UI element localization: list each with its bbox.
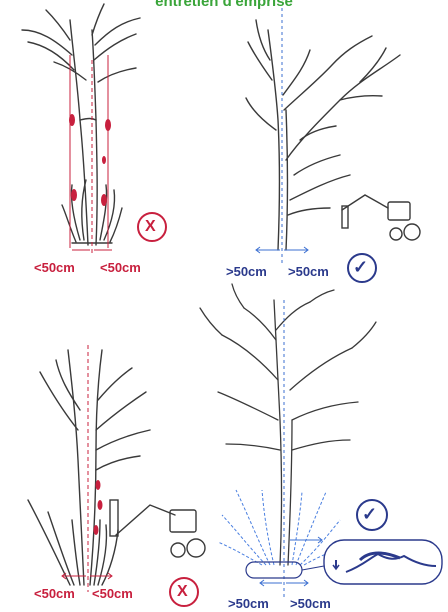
soil-section-bottom-right	[246, 540, 442, 584]
clearance-lines-bottom-right	[260, 300, 322, 600]
label-bottom-right-left: >50cm	[228, 596, 269, 611]
label-top-right-left: >50cm	[226, 264, 267, 279]
tree-bottom-left	[28, 350, 205, 585]
red-buds-top-left	[69, 114, 111, 206]
tree-top-right	[246, 20, 420, 250]
label-top-left-right: <50cm	[100, 260, 141, 275]
verdict-good-mark-bottom-right: ✓	[362, 504, 377, 525]
label-bottom-left-right: <50cm	[92, 586, 133, 601]
label-top-left-left: <50cm	[34, 260, 75, 275]
verdict-good-mark-top-right: ✓	[353, 257, 368, 278]
tree-bottom-right	[200, 284, 376, 565]
verdict-bad-mark-bottom-left: X	[177, 583, 188, 601]
label-top-right-right: >50cm	[288, 264, 329, 279]
label-bottom-right-right: >50cm	[290, 596, 331, 611]
label-bottom-left-left: <50cm	[34, 586, 75, 601]
tree-top-left	[22, 4, 140, 245]
verdict-bad-mark-top-left: X	[145, 218, 156, 236]
clearance-lines-top-right	[256, 8, 308, 265]
